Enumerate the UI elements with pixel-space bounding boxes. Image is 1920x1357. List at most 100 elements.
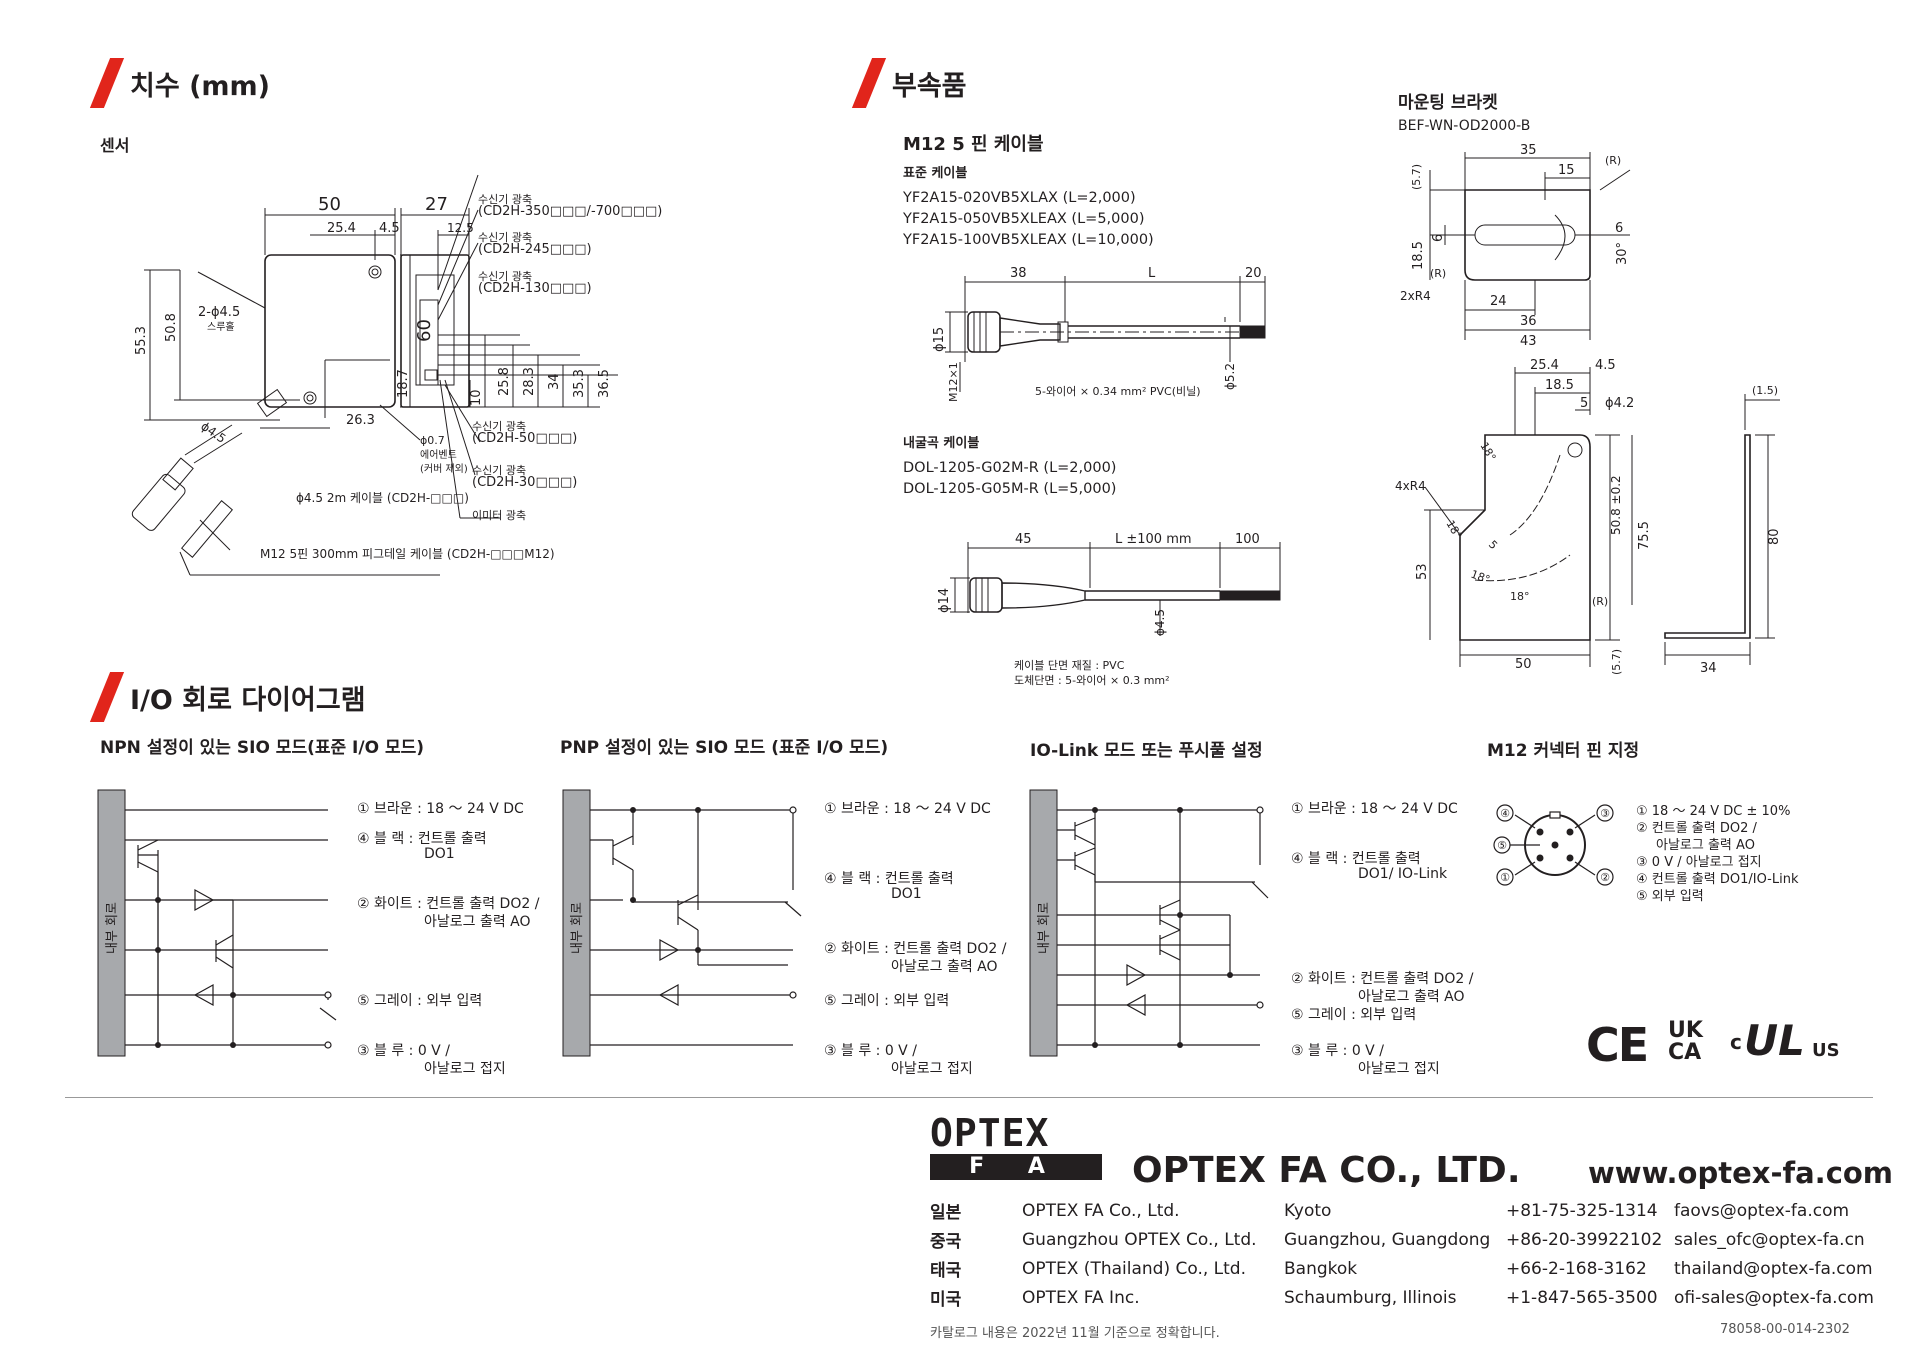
npn-label-blue-b: 아날로그 접지	[424, 1061, 506, 1077]
brf-dim-25-4: 25.4	[1530, 358, 1559, 373]
br-dim-r4: 2xR4	[1400, 289, 1431, 303]
sensor-label: 센서	[100, 136, 130, 155]
pin-list: ① 18 ～ 24 V DC ± 10% ② 컨트롤 출력 DO2 / 아날로그…	[1636, 803, 1799, 905]
std-dim-l: L	[1148, 266, 1156, 281]
brf-dim-phi4-2: ϕ4.2	[1605, 396, 1634, 411]
brf-dim-18-5: 18.5	[1545, 378, 1574, 393]
pin-item-3: ③ 0 V / 아날로그 접지	[1636, 855, 1762, 870]
pin-item-2: ② 컨트롤 출력 DO2 /	[1636, 821, 1757, 836]
iolink-label-black: ④ 블 랙 : 컨트롤 출력	[1291, 851, 1421, 867]
dim-10: 10	[469, 389, 484, 406]
pnp-label-black: ④ 블 랙 : 컨트롤 출력	[824, 871, 954, 887]
brf-dim-50: 50	[1515, 657, 1532, 672]
standard-cable-item: YF2A15-020VB5XLAX (L=2,000)	[903, 190, 1136, 206]
flex-dim-45: 45	[1015, 532, 1032, 547]
cable-drawing	[181, 500, 233, 558]
contact-email[interactable]: sales_ofc@optex-fa.cn	[1674, 1229, 1865, 1250]
section-title-accessories: 부속품	[851, 58, 967, 108]
ul-us-mark: US	[1812, 1040, 1840, 1061]
dim-28-3: 28.3	[522, 367, 537, 396]
pnp-label-black-b: DO1	[891, 886, 922, 902]
pnp-internal: 내부 회로	[570, 902, 585, 954]
iolink-label-brown: ① 브라운 : 18 ～ 24 V DC	[1291, 801, 1458, 817]
website-link[interactable]: www.optex-fa.com	[1588, 1156, 1894, 1190]
vent-3: (커버 제외)	[420, 463, 468, 475]
dim-50: 50	[318, 194, 341, 215]
iolink-label-gray: ⑤ 그레이 : 외부 입력	[1291, 1007, 1417, 1023]
pnp-label-white: ② 화이트 : 컨트롤 출력 DO2 /	[824, 941, 1007, 957]
br-dim-6a: 6	[1431, 234, 1446, 242]
npn-label-white-b: 아날로그 출력 AO	[424, 914, 531, 930]
section-title-dimensions: 치수 (mm)	[89, 58, 270, 108]
dim-26-3: 26.3	[346, 413, 375, 428]
contact-email[interactable]: thailand@optex-fa.com	[1674, 1258, 1873, 1279]
pin-item-4: ④ 컨트롤 출력 DO1/IO-Link	[1636, 872, 1799, 887]
std-dim-38: 38	[1010, 266, 1027, 281]
bracket-model: BEF-WN-OD2000-B	[1398, 118, 1531, 134]
pin-item-5: ⑤ 외부 입력	[1636, 889, 1704, 904]
iolink-label-blue: ③ 블 루 : 0 V /	[1291, 1043, 1384, 1059]
flex-dim-phi4-5: ϕ4.5	[1153, 609, 1167, 636]
pnp-circuit: 내부 회로	[562, 789, 802, 1057]
catalog-note: 카탈로그 내용은 2022년 11월 기준으로 정확합니다.	[930, 1326, 1220, 1341]
pnp-label-brown: ① 브라운 : 18 ～ 24 V DC	[824, 801, 991, 817]
brf-dim-5b: 5	[1486, 538, 1500, 552]
ul-mark-icon: UL	[1744, 1016, 1805, 1065]
contact-email[interactable]: ofi-sales@optex-fa.com	[1674, 1287, 1874, 1308]
pnp-label-gray: ⑤ 그레이 : 외부 입력	[824, 993, 950, 1009]
flex-note-2: 도체단면 : 5-와이어 × 0.3 mm²	[1014, 674, 1170, 687]
dim-34: 34	[547, 373, 562, 390]
catalog-code: 78058-00-014-2302	[1720, 1322, 1850, 1337]
brf-dim-r: (R)	[1592, 595, 1608, 608]
receiver-3-l2: (CD2H-130□□□)	[478, 281, 592, 296]
receiver-1-l1: 수신기 광축	[478, 193, 533, 206]
std-dim-20: 20	[1245, 266, 1262, 281]
dim-hole: 2-ϕ4.5	[198, 305, 240, 320]
iolink-label-white: ② 화이트 : 컨트롤 출력 DO2 /	[1291, 971, 1474, 987]
contact-table: 일본 OPTEX FA Co., Ltd. Kyoto +81-75-325-1…	[930, 1196, 1874, 1312]
dim-60: 60	[414, 319, 435, 342]
receiver-4-l2: (CD2H-50□□□)	[472, 431, 578, 446]
flex-dim-100: 100	[1235, 532, 1260, 547]
flex-dim-l: L ±100 mm	[1115, 532, 1192, 547]
ukca-mark-icon: UK CA	[1668, 1018, 1703, 1065]
brf-dim-18b: 18°	[1443, 518, 1464, 541]
m12-pin-diagram: ④ ③ ⑤ ① ②	[1493, 804, 1614, 886]
flex-note-1: 케이블 단면 재질 : PVC	[1014, 659, 1125, 672]
cable-title: M12 5 핀 케이블	[903, 134, 1044, 155]
dim-hole-sub: 스루홀	[207, 320, 235, 333]
br-dim-5-7: (5.7)	[1410, 164, 1423, 190]
flex-cable-label: 내굴곡 케이블	[903, 436, 980, 451]
dim-55-3: 55.3	[134, 326, 149, 355]
red-slash-icon	[89, 672, 125, 722]
receiver-4-l1: 수신기 광축	[472, 420, 527, 433]
dim-18-7: 18.7	[396, 369, 411, 398]
dim-35-3: 35.3	[572, 369, 587, 398]
ul-c-mark: c	[1730, 1030, 1742, 1054]
brs-dim-80: 80	[1767, 528, 1782, 545]
flex-cable-item: DOL-1205-G02M-R (L=2,000)	[903, 460, 1117, 476]
npn-label-white: ② 화이트 : 컨트롤 출력 DO2 /	[357, 896, 540, 912]
bracket-side-view: (1.5) 80 34	[1664, 384, 1782, 676]
brf-dim-r4: 4xR4	[1395, 479, 1426, 493]
npn-label-brown: ① 브라운 : 18 ～ 24 V DC	[357, 801, 524, 817]
pnp-label-blue-b: 아날로그 접지	[891, 1061, 973, 1077]
sensor-dimension-drawing: 50 25.4 4.5 55.3 50.8 60 18.7 26.3 2-ϕ4.…	[131, 174, 618, 576]
brf-dim-18c: 18°	[1469, 568, 1492, 587]
section-title-io: I/O 회로 다이어그램	[89, 672, 366, 722]
br-dim-35: 35	[1520, 143, 1537, 158]
contact-email[interactable]: faovs@optex-fa.com	[1674, 1200, 1850, 1221]
pin-num-3: ③	[1600, 807, 1610, 820]
std-wire-spec: 5-와이어 × 0.34 mm² PVC(비닐)	[1035, 385, 1201, 398]
npn-label-gray: ⑤ 그레이 : 외부 입력	[357, 993, 483, 1009]
brs-dim-1-5: (1.5)	[1752, 384, 1778, 397]
iolink-label-blue-b: 아날로그 접지	[1358, 1061, 1440, 1077]
npn-title: NPN 설정이 있는 SIO 모드(표준 I/O 모드)	[100, 738, 425, 758]
npn-label-black-b: DO1	[424, 846, 455, 862]
brf-dim-18a: 18°	[1477, 440, 1498, 463]
npn-label-black: ④ 블 랙 : 컨트롤 출력	[357, 831, 487, 847]
brf-dim-53: 53	[1415, 563, 1430, 580]
iolink-label-black-b: DO1/ IO-Link	[1358, 866, 1448, 882]
m12-connector-drawing	[131, 424, 243, 531]
iolink-title: IO-Link 모드 또는 푸시풀 설정	[1030, 741, 1263, 761]
